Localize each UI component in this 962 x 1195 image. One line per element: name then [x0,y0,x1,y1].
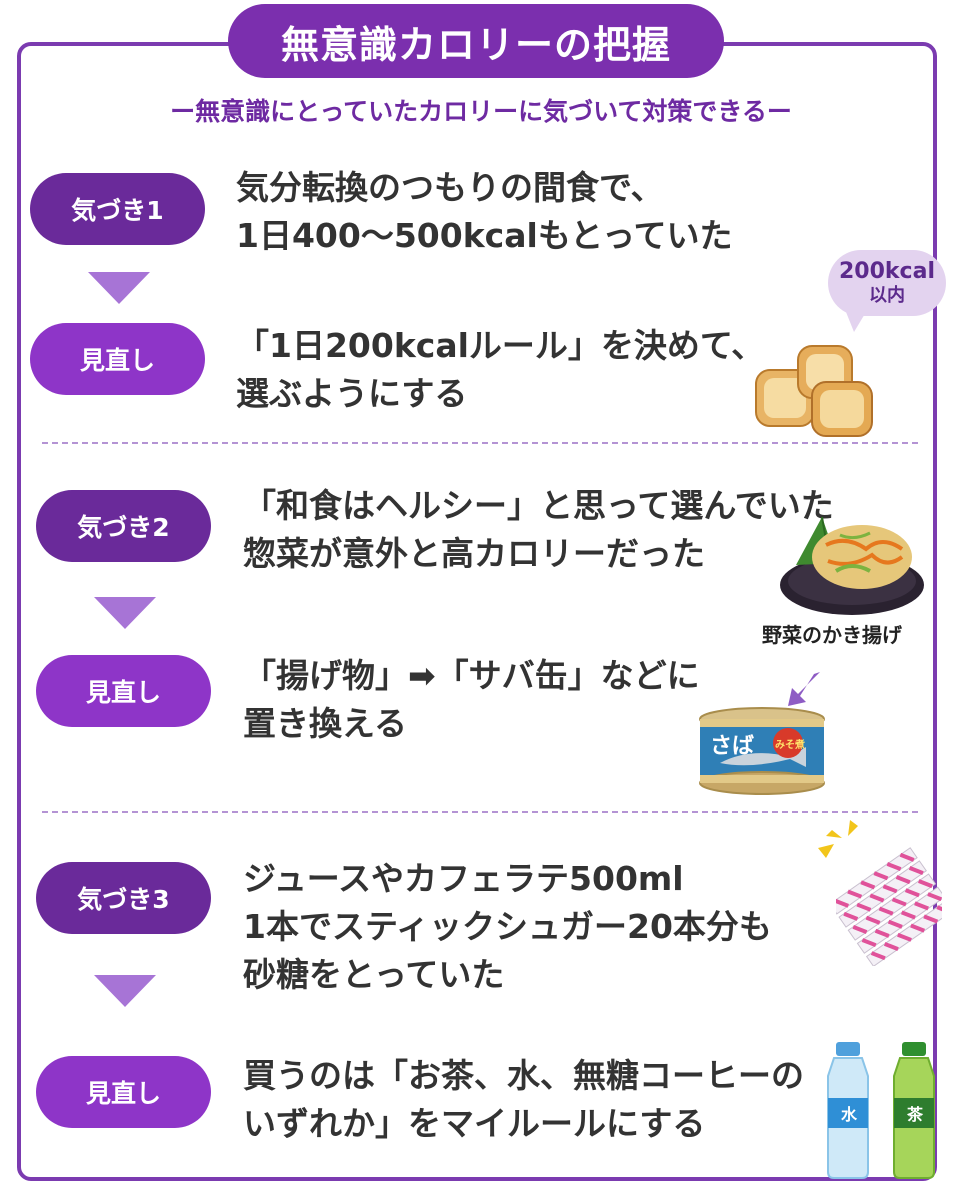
mackerel-can-illustration: さば みそ煮 [699,707,825,795]
kakiage-plate-illustration [780,516,924,615]
notice-label-1: 気づき1 [30,173,205,245]
notice-text-1: 気分転換のつもりの間食で、 1日400～500kcalもとっていた [236,164,733,260]
down-arrow-icon [94,975,156,1007]
kakiage-caption: 野菜のかき揚げ [762,623,902,647]
fix-label-1: 見直し [30,323,205,395]
notice-text-3: ジュースやカフェラテ500ml 1本でスティックシュガー20本分も 砂糖をとって… [243,855,772,999]
fix-label-3: 見直し [36,1056,211,1128]
fix-label-2: 見直し [36,655,211,727]
water-bottle-illustration: 水 [827,1042,869,1179]
down-arrow-icon [94,597,156,629]
drink-bottles-illustration: 水 茶 [827,1042,935,1179]
fix-text-3-line-2: いずれか」をマイルールにする [243,1104,706,1143]
can-label-badge: みそ煮 [775,738,805,751]
fix-text-2: 「揚げ物」➡「サバ缶」などに 置き換える [243,652,700,748]
calorie-limit-bubble: 200kcal 以内 [828,250,946,316]
notice-text-1-line-2: 1日400～500kcalもとっていた [236,216,733,255]
bubble-tail [846,312,866,332]
bubble-line-1: 200kcal [839,259,935,284]
fix-text-3-line-1: 買うのは「お茶、水、無糖コーヒーの [243,1056,804,1095]
tea-bottle-illustration: 茶 [893,1042,935,1179]
tea-label: 茶 [906,1105,924,1124]
can-label-main: さば [710,734,754,759]
notice-text-2: 「和食はヘルシー」と思って選んでいた 惣菜が意外と高カロリーだった [243,482,834,578]
bubble-line-2: 以内 [869,285,905,306]
water-label: 水 [841,1105,858,1124]
section-divider-2 [42,811,918,813]
sugar-sticks-illustration [836,847,942,966]
notice-text-2-line-1: 「和食はヘルシー」と思って選んでいた [243,486,834,525]
notice-text-1-line-1: 気分転換のつもりの間食で、 [236,168,664,207]
notice-label-3: 気づき3 [36,862,211,934]
fix-text-1-line-1: 「1日200kcalルール」を決めて、 [236,326,765,365]
notice-label-2: 気づき2 [36,490,211,562]
notice-text-3-line-3: 砂糖をとっていた [243,955,505,994]
pointer-arrow-icon [788,672,820,706]
section-divider-1 [42,442,918,444]
page-title: 無意識カロリーの把握 [228,4,724,78]
fix-text-2-line-1: 「揚げ物」➡「サバ缶」などに [243,656,700,695]
down-arrow-icon [88,272,150,304]
fix-text-3: 買うのは「お茶、水、無糖コーヒーの いずれか」をマイルールにする [243,1052,804,1148]
notice-text-3-line-1: ジュースやカフェラテ500ml [243,859,684,898]
sparkle-icon [818,820,858,858]
notice-text-3-line-2: 1本でスティックシュガー20本分も [243,907,772,946]
page-subtitle: ー無意識にとっていたカロリーに気づいて対策できるー [170,97,792,126]
rusk-snack-illustration [755,345,873,437]
notice-text-2-line-2: 惣菜が意外と高カロリーだった [243,534,705,573]
fix-text-1: 「1日200kcalルール」を決めて、 選ぶようにする [236,322,764,418]
fix-text-1-line-2: 選ぶようにする [236,374,468,413]
fix-text-2-line-2: 置き換える [243,704,408,743]
